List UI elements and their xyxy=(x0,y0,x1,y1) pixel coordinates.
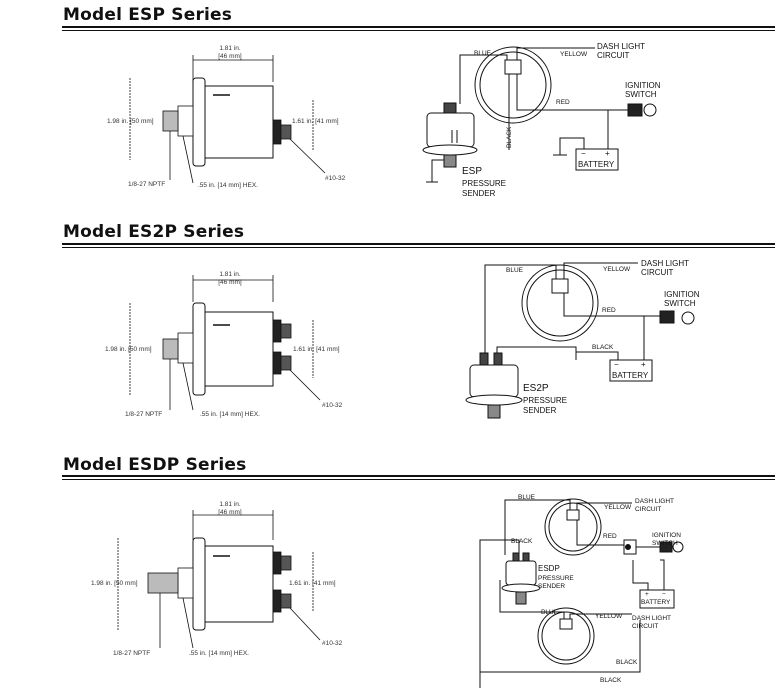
battery-minus-icon: − xyxy=(581,149,586,158)
stud-label: #10-32 xyxy=(322,402,343,409)
title-rule xyxy=(62,479,775,480)
section-title-esdp: Model ESDP Series xyxy=(63,455,247,475)
battery-plus-icon: + xyxy=(605,149,610,158)
thread-label: 1/8-27 NPTF xyxy=(128,181,165,188)
wire-label-red: RED xyxy=(556,99,570,106)
wire-label-yellow: YELLOW xyxy=(604,504,632,511)
wire-label-red: RED xyxy=(603,533,617,540)
hex-label: .55 in. [14 mm] HEX. xyxy=(189,650,249,657)
ignition-label: IGNITION xyxy=(652,532,681,539)
gauge-side-view xyxy=(117,510,321,649)
battery-minus-icon: − xyxy=(614,360,619,369)
stud-label: #10-32 xyxy=(322,640,343,647)
dash-circuit-label: CIRCUIT xyxy=(635,506,661,513)
battery-plus-icon: + xyxy=(645,591,649,598)
dash-circuit-label: CIRCUIT xyxy=(597,51,630,60)
wire-label-black: BLACK xyxy=(616,659,638,666)
wire-label-red: RED xyxy=(602,307,616,314)
title-rule xyxy=(62,247,775,248)
hex-label: .55 in. [14 mm] HEX. xyxy=(200,411,260,418)
title-rule xyxy=(62,475,775,477)
wiring-diagram-esdp xyxy=(479,498,684,688)
sender-label: SENDER xyxy=(523,406,557,415)
dash-light-label: DASH LIGHT xyxy=(635,498,674,505)
wire-label-yellow: YELLOW xyxy=(595,613,623,620)
sender-model-label: ES2P xyxy=(523,383,549,394)
switch-label: SWITCH xyxy=(664,299,696,308)
sender-label: SENDER xyxy=(462,189,496,198)
battery-label: BATTERY xyxy=(641,599,671,606)
battery-minus-icon: − xyxy=(662,591,666,598)
wire-label-black: BLACK xyxy=(511,538,533,545)
dash-circuit-label: CIRCUIT xyxy=(632,623,658,630)
sender-pressure-label: PRESSURE xyxy=(462,179,506,188)
wire-label-blue: BLUE xyxy=(541,609,559,616)
wire-label-black: BLACK xyxy=(592,344,614,351)
wire-label-black: BLACK xyxy=(600,677,622,684)
body-dim-label: 1.61 in. [41 mm] xyxy=(289,580,336,587)
dash-light-label: DASH LIGHT xyxy=(641,259,689,268)
wire-label-blue: BLUE xyxy=(474,50,492,57)
ignition-label: IGNITION xyxy=(625,81,661,90)
sender-label: SENDER xyxy=(538,583,565,590)
width-dim-label: 1.81 in. xyxy=(219,45,241,52)
body-dim-label: 1.61 in. [41 mm] xyxy=(293,346,340,353)
battery-label: BATTERY xyxy=(578,160,615,169)
title-rule xyxy=(62,243,775,245)
width-mm-label: [46 mm] xyxy=(218,509,242,516)
stud-label: #10-32 xyxy=(325,175,346,182)
section-title-es2p: Model ES2P Series xyxy=(63,222,245,242)
width-mm-label: [46 mm] xyxy=(218,53,242,60)
sender-model-label: ESP xyxy=(462,166,482,177)
wiring-diagram-es2p xyxy=(465,262,695,419)
switch-label: SWITCH xyxy=(652,540,678,547)
ignition-label: IGNITION xyxy=(664,290,700,299)
dash-light-label: DASH LIGHT xyxy=(597,42,645,51)
title-rule xyxy=(62,26,775,28)
width-mm-label: [46 mm] xyxy=(218,279,242,286)
gauge-side-view xyxy=(129,275,321,411)
height-dim-label: 1.98 in. [50 mm] xyxy=(91,580,138,587)
sender-model-label: ESDP xyxy=(538,564,560,573)
wire-label-blue: BLUE xyxy=(518,494,536,501)
wire-label-black: BLACK xyxy=(506,126,513,148)
section-title-esp: Model ESP Series xyxy=(63,5,233,25)
battery-label: BATTERY xyxy=(612,371,649,380)
width-dim-label: 1.81 in. xyxy=(219,501,241,508)
wire-label-blue: BLUE xyxy=(506,267,524,274)
switch-label: SWITCH xyxy=(625,90,657,99)
wire-label-yellow: YELLOW xyxy=(560,51,588,58)
dash-circuit-label: CIRCUIT xyxy=(641,268,674,277)
hex-label: .55 in. [14 mm] HEX. xyxy=(198,182,258,189)
title-rule xyxy=(62,30,775,31)
body-dim-label: 1.61 in. [41 mm] xyxy=(292,118,339,125)
dash-light-label: DASH LIGHT xyxy=(632,615,671,622)
gauge-side-view xyxy=(129,55,326,184)
height-dim-label: 1.98 in. [50 mm] xyxy=(105,346,152,353)
width-dim-label: 1.81 in. xyxy=(219,271,241,278)
sender-pressure-label: PRESSURE xyxy=(538,575,574,582)
sender-pressure-label: PRESSURE xyxy=(523,396,567,405)
wiring-diagram-esp xyxy=(422,46,657,183)
thread-label: 1/8-27 NPTF xyxy=(125,411,162,418)
wire-label-yellow: YELLOW xyxy=(603,266,631,273)
thread-label: 1/8-27 NPTF xyxy=(113,650,150,657)
height-dim-label: 1.98 in. [50 mm] xyxy=(107,118,154,125)
battery-plus-icon: + xyxy=(641,360,646,369)
